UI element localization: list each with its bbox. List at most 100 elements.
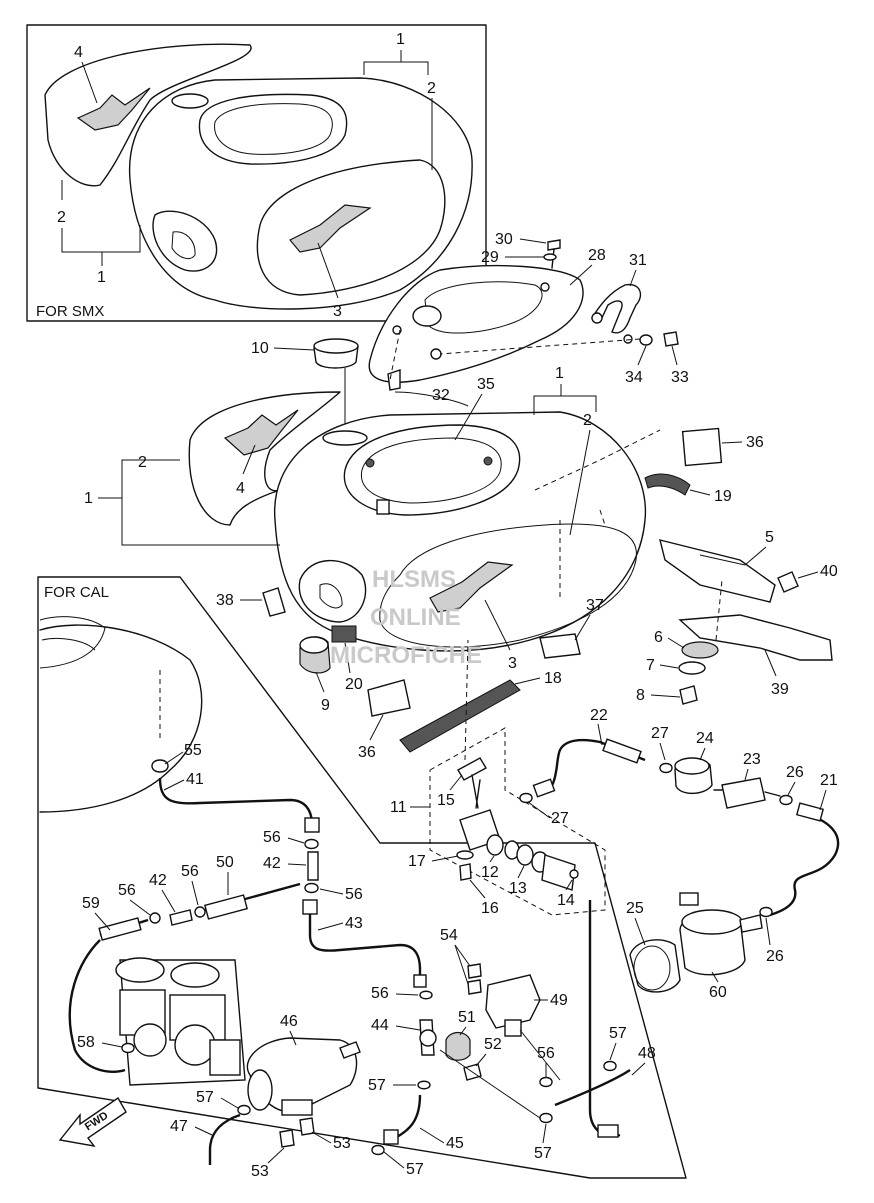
fuel-filter-23 [721,777,766,809]
callout-18: 18 [544,670,562,687]
watermark-line-2: ONLINE [370,604,461,631]
callout-24: 24 [696,730,714,747]
callout-1: 1 [555,365,564,382]
washer-17 [456,850,474,860]
callout-43: 43 [345,915,363,932]
watermark-line-1: HLSMS [372,566,456,593]
callout-57: 57 [406,1161,424,1178]
callout-2: 2 [583,412,592,429]
clamp-26 [779,794,793,806]
watermark-line-3: MICROFICHE [330,642,482,669]
strip-19 [644,473,691,496]
clamp-27 [659,762,673,774]
rear-bracket-5 [659,539,776,603]
callout-51: 51 [458,1009,476,1026]
smx-box-frame [26,24,487,322]
hose-47 [208,1113,241,1165]
callout-45: 45 [446,1135,464,1152]
smx-emblem-left [76,87,151,131]
callout-35: 35 [477,376,495,393]
callout-56: 56 [181,863,199,880]
callout-56: 56 [345,886,363,903]
smx-side-cutout [152,210,218,272]
canister-46 [246,1037,358,1113]
grommet-20 [331,625,357,643]
callout-57: 57 [609,1025,627,1042]
callout-42: 42 [149,872,167,889]
callout-55: 55 [184,742,202,759]
callout-2: 2 [57,209,66,226]
callout-4: 4 [236,480,245,497]
tank-side-cutout [298,559,367,623]
damper-51 [445,1031,471,1061]
cover-14 [541,854,576,891]
callout-1: 1 [97,269,106,286]
callout-12: 12 [481,864,499,881]
callout-57: 57 [196,1089,214,1106]
clamp-26-lower [759,906,773,918]
callout-34: 34 [625,369,643,386]
diaphragm-13 [516,844,534,866]
callout-39: 39 [771,681,789,698]
joint-42-left [169,909,193,926]
callout-36: 36 [358,744,376,761]
washer-29 [543,253,557,261]
callout-19: 19 [714,488,732,505]
callout-59: 59 [82,895,100,912]
hose-38 [262,587,286,617]
tank-callouts: 30 29 28 31 34 33 10 32 35 1 2 36 2 1 4 … [84,231,838,761]
bracket-39 [678,614,833,661]
callout-25: 25 [626,900,644,917]
callout-7: 7 [646,657,655,674]
callout-57: 57 [368,1077,386,1094]
callout-3: 3 [508,655,517,672]
callout-2: 2 [427,80,436,97]
fuel-system [429,639,840,993]
smx-tank-panel [256,159,446,296]
screw-30 [547,239,561,251]
callout-60: 60 [709,984,727,1001]
callout-2: 2 [138,454,147,471]
callout-26: 26 [786,764,804,781]
screw-16 [459,863,472,881]
cal-box-frame [37,576,687,1179]
cal-inset: FOR CAL [37,576,687,1179]
callout-10: 10 [251,340,269,357]
callout-56: 56 [263,829,281,846]
solenoid-49 [485,974,541,1029]
gasket-15 [457,757,487,781]
callout-29: 29 [481,249,499,266]
callout-27: 27 [651,725,669,742]
bolt-33 [663,331,679,347]
smx-box-label: FOR SMX [36,303,104,320]
smx-emblem-right [289,204,372,253]
cal-callouts: 22 27 24 23 26 21 55 41 11 15 27 56 42 5… [77,707,838,1180]
bolt-53 [279,1129,295,1148]
strip-18 [399,679,521,753]
bolt-8 [679,685,698,705]
callout-1: 1 [396,31,405,48]
cal-box-label: FOR CAL [44,584,109,601]
callout-6: 6 [654,629,663,646]
seal-12 [486,834,504,856]
bracket-31 [591,283,642,334]
tank-decal-left [188,391,341,526]
callout-46: 46 [280,1013,298,1030]
hose-21 [769,810,840,917]
callout-21: 21 [820,772,838,789]
callout-4: 4 [74,44,83,61]
pad-36 [681,427,723,467]
callout-44: 44 [371,1017,389,1034]
callout-1: 1 [84,490,93,507]
smx-inset: FOR SMX [26,24,487,322]
bracket-25 [629,939,681,993]
callout-52: 52 [484,1036,502,1053]
smx-callouts: 1 2 2 1 3 4 [57,31,436,320]
tank-cover-group [313,239,679,440]
callout-33: 33 [671,369,689,386]
callout-50: 50 [216,854,234,871]
bolt-40 [777,571,799,593]
pad-36-lower [367,679,411,717]
callout-56: 56 [118,882,136,899]
